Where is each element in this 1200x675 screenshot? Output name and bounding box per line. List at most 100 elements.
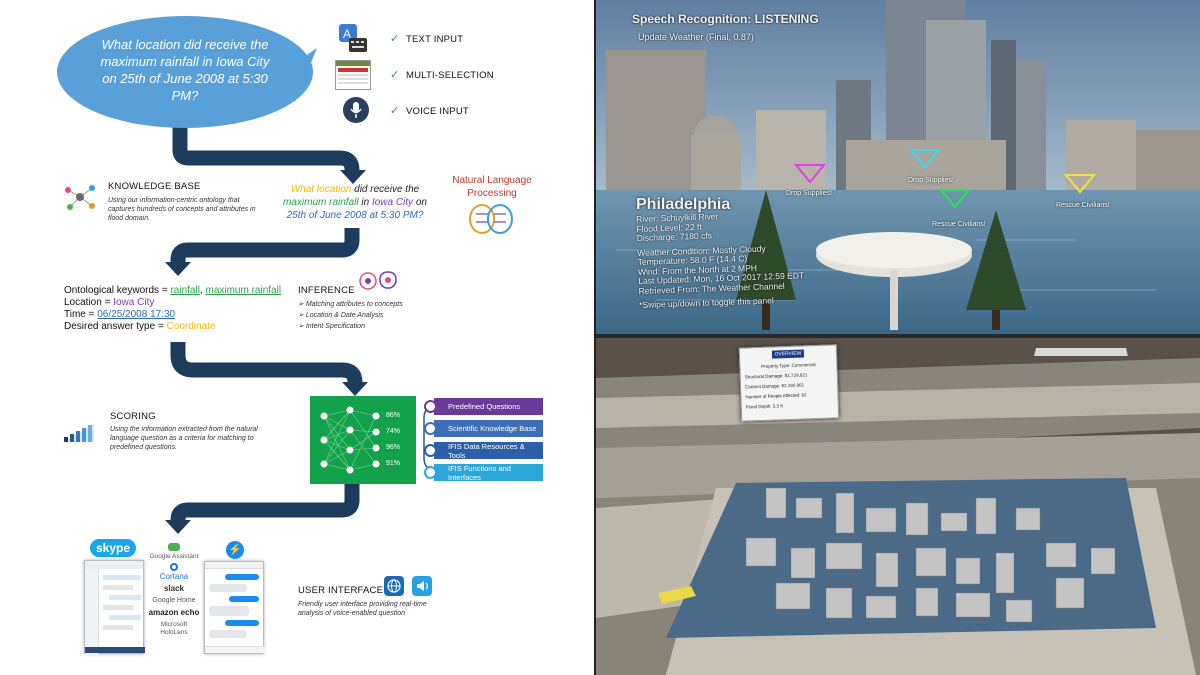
- google-assistant-icon: [168, 543, 180, 551]
- nn-score: 96%: [386, 444, 401, 451]
- update-weather-status: Update Weather (Final, 0.87): [638, 32, 754, 42]
- multi-selection-label: MULTI-SELECTION: [406, 70, 494, 81]
- nn-score: 86%: [386, 412, 401, 419]
- amazon-echo-label: amazon echo: [148, 608, 200, 617]
- messenger-icon: ⚡: [226, 541, 244, 559]
- q-part-location: What location: [290, 184, 352, 195]
- kw-time: 06/25/2008 17:30: [97, 309, 176, 320]
- q-part: in: [358, 197, 372, 208]
- kw-label: Location =: [64, 297, 114, 308]
- inference-item-text: Matching attributes to concepts: [305, 301, 403, 308]
- skype-logo: skype: [90, 539, 136, 557]
- check-icon: ✓: [390, 105, 400, 117]
- ribbon-label: IFIS Functions and Interfaces: [448, 463, 511, 482]
- inference-title: INFERENCE: [298, 285, 355, 296]
- marker-rescue-civilians[interactable]: Rescue Civilians!: [932, 221, 986, 228]
- voice-input-label: VOICE INPUT: [406, 106, 469, 117]
- check-icon: ✓: [390, 33, 400, 45]
- ribbon-data-resources: IFIS Data Resources & Tools: [434, 441, 543, 460]
- skype-screenshot: [84, 560, 145, 655]
- svg-text:A: A: [343, 27, 351, 41]
- location-line: Location = Iowa City: [64, 297, 304, 309]
- marker-rescue-civilians[interactable]: Rescue Civilians!: [1056, 202, 1110, 209]
- city-name: Philadelphia: [636, 196, 731, 213]
- question-text: What location did receive the maximum ra…: [100, 37, 270, 103]
- check-icon: ✓: [390, 69, 400, 81]
- messenger-screenshot: [204, 561, 265, 654]
- nn-score: 91%: [386, 460, 401, 467]
- inference-item: ➢ Intent Specification: [298, 323, 365, 330]
- ar-flood-view: Speech Recognition: LISTENING Update Wea…: [596, 0, 1200, 334]
- panel-divider: [594, 0, 596, 675]
- inference-icon: [359, 271, 397, 290]
- brain-icon: [469, 204, 513, 234]
- kw-max-rainfall: maximum rainfall: [205, 285, 282, 296]
- keywords-block: Ontological keywords = rainfall, maximum…: [64, 285, 304, 333]
- colored-question: What location did receive the maximum ra…: [272, 183, 438, 222]
- speech-recognition-status: Speech Recognition: LISTENING: [632, 12, 819, 26]
- ribbon-functions: IFIS Functions and Interfaces: [434, 463, 543, 482]
- knowledge-graph-icon: [65, 185, 95, 210]
- google-assistant-label: Google Assistant: [149, 553, 199, 560]
- inference-item: ➢ Matching attributes to concepts: [298, 301, 403, 308]
- kw-location: Iowa City: [113, 297, 155, 308]
- ar-marker-icon: [793, 149, 1097, 209]
- nlp-title: Natural Language Processing: [452, 175, 532, 199]
- q-part: on: [413, 197, 427, 208]
- text-input-icon: A: [337, 24, 369, 54]
- inference-item-text: Intent Specification: [305, 323, 365, 330]
- user-interface-title: USER INTERFACE: [298, 585, 384, 596]
- keywords-line: Ontological keywords = rainfall, maximum…: [64, 285, 304, 297]
- ribbon-label: Scientific Knowledge Base: [448, 424, 537, 433]
- panel-divider: [596, 334, 1200, 338]
- q-part-city: Iowa City: [371, 197, 414, 208]
- knowledge-base-title: KNOWLEDGE BASE: [108, 181, 201, 192]
- ar-tabletop-scene: [596, 338, 1200, 675]
- kw-label: Ontological keywords =: [64, 285, 171, 296]
- ribbon-predefined-questions: Predefined Questions: [434, 398, 543, 415]
- q-part: did receive the: [351, 184, 420, 195]
- cortana-label: Cortana: [159, 572, 189, 581]
- overview-card: OVERVIEW Property Type: Commercial Struc…: [738, 344, 840, 422]
- flow-arrows: [165, 122, 368, 534]
- globe-icon: [384, 576, 404, 596]
- ribbon-circle: [424, 422, 437, 435]
- google-home-label: Google Home: [152, 597, 196, 604]
- q-part-time: 25th of June 2008 at 5:30 PM?: [286, 210, 424, 221]
- neural-network-box: 86% 74% 96% 91%: [310, 396, 416, 484]
- microsoft-hololens-label: Microsoft HoloLens: [160, 621, 188, 636]
- platform-list: Google Assistant Cortana slack Google Ho…: [148, 543, 200, 637]
- kw-sep: ,: [199, 285, 206, 296]
- marker-drop-supplies[interactable]: Drop Supplies!: [908, 177, 954, 184]
- time-line: Time = 06/25/2008 17:30: [64, 309, 304, 321]
- ribbon-label: Predefined Questions: [448, 402, 521, 411]
- slack-label: slack: [163, 584, 185, 593]
- neural-network-graph: [320, 406, 380, 474]
- q-part-rainfall: maximum rainfall: [283, 197, 359, 208]
- kw-rainfall: rainfall: [170, 285, 200, 296]
- multi-selection-icon: [335, 60, 371, 90]
- kw-answer-type: Coordinate: [166, 321, 216, 332]
- answer-type-line: Desired answer type = Coordinate: [64, 321, 304, 333]
- user-interface-desc: Friendly user interface providing real-t…: [298, 601, 427, 617]
- cortana-icon: [170, 563, 178, 571]
- ribbon-circle: [424, 466, 437, 479]
- ribbon-label: IFIS Data Resources & Tools: [448, 441, 525, 460]
- ar-city-scene: [596, 0, 1200, 334]
- inference-item: ➢ Location & Date Analysis: [298, 312, 384, 319]
- speech-bubble: [57, 16, 317, 128]
- ribbon-knowledge-base: Scientific Knowledge Base: [434, 420, 543, 437]
- kw-label: Desired answer type =: [64, 321, 167, 332]
- inference-item-text: Location & Date Analysis: [305, 312, 384, 319]
- nn-score: 74%: [386, 428, 401, 435]
- voice-input-icon: [343, 97, 369, 123]
- weather-info-panel: River: Schuylkill River Flood Level: 22 …: [636, 209, 805, 310]
- knowledge-base-desc: Using our information-centric ontology t…: [108, 197, 256, 222]
- kw-label: Time =: [64, 309, 98, 320]
- overview-line: Flood Depth: 5.5 ft: [745, 403, 783, 410]
- scoring-title: SCORING: [110, 411, 156, 422]
- speaker-icon: [412, 576, 432, 596]
- scoring-desc: Using the information extracted from the…: [110, 426, 258, 451]
- inference-list: ➢ Matching attributes to concepts ➢ Loca…: [298, 299, 458, 332]
- marker-drop-supplies[interactable]: Drop Supplies!: [786, 190, 832, 197]
